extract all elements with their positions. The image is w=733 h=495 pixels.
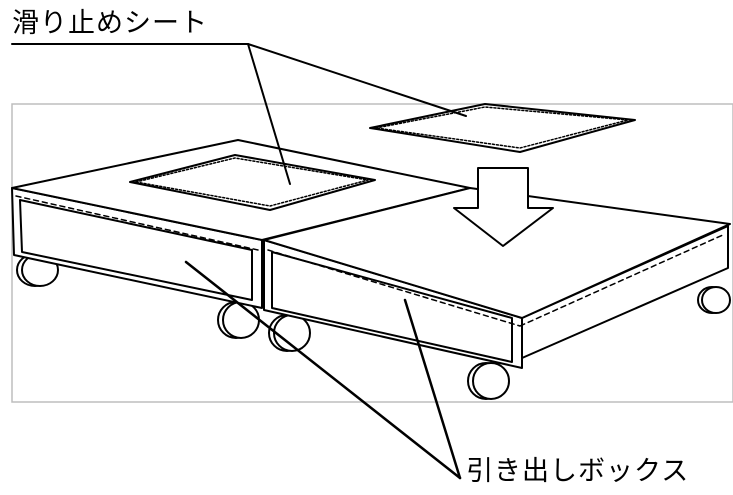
image-frame [11,103,733,403]
leader-lines-sheet [11,43,467,185]
label-drawer-box: 引き出しボックス [466,456,690,487]
label-anti-slip-sheet: 滑り止めシート [12,8,208,39]
wheel-front-center [217,301,260,339]
wheel-front-center2 [268,314,311,352]
right-drawer-box [263,187,731,369]
leader-lines-drawer [184,260,462,480]
anti-slip-sheet-floating [369,103,636,153]
wheel-front-right [467,362,510,400]
anti-slip-sheet-left [129,154,376,211]
dashed-edges [15,195,726,327]
down-arrow-icon [453,167,554,247]
wheel-back-right [697,286,731,314]
